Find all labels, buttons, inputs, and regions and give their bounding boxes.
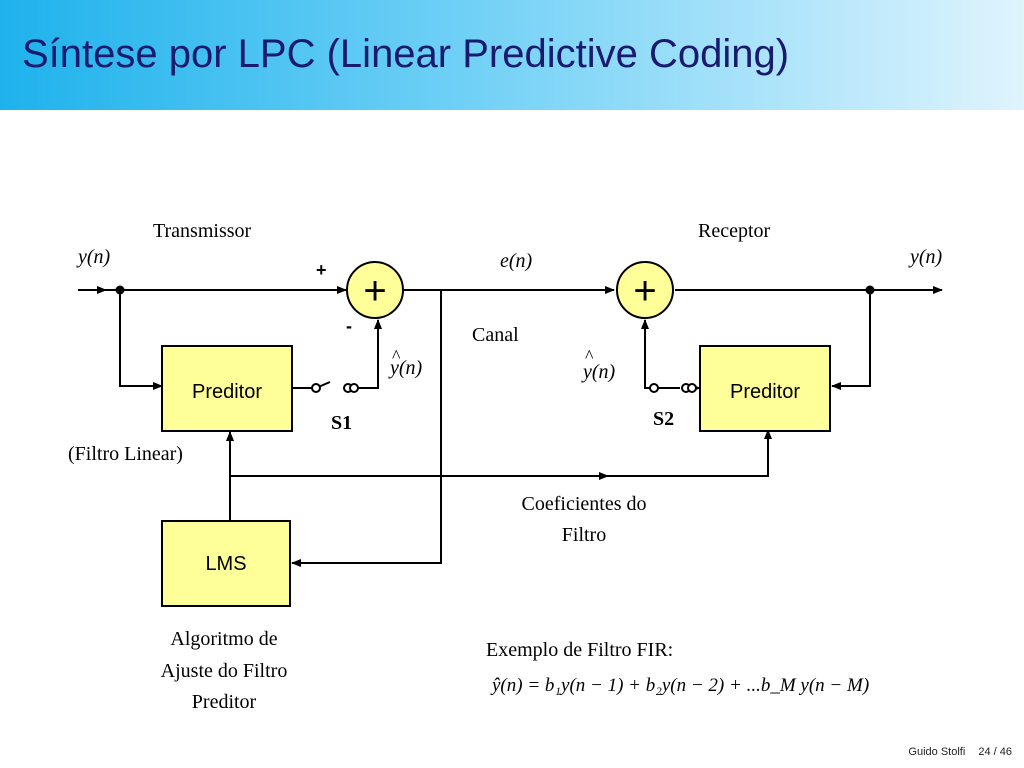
filter-note: (Filtro Linear)	[68, 443, 183, 465]
output-signal-label: y(n)	[908, 246, 943, 268]
footer-page-number: 24 / 46	[978, 746, 1012, 758]
switch-s1-label: S1	[331, 412, 352, 434]
error-signal-label: e(n)	[500, 250, 533, 272]
switch-s2-label: S2	[653, 408, 674, 430]
lms-description-line2: Ajuste do Filtro	[161, 660, 288, 682]
rx-adder-symbol: +	[633, 269, 656, 313]
coefficients-label-line1: Coeficientes do	[522, 493, 647, 515]
switch-s1	[311, 381, 359, 393]
feedback-to-rx-predictor-line	[831, 290, 871, 390]
prediction-hat-tx: ^	[392, 346, 401, 366]
footer: Guido Stolfi 24 / 46	[898, 746, 1012, 758]
prediction-to-rx-adder-line	[641, 319, 650, 389]
slide-title: Síntese por LPC (Linear Predictive Codin…	[22, 32, 790, 76]
rx-adder: +	[616, 261, 674, 319]
lms-label: LMS	[205, 553, 246, 575]
switch-s2	[649, 383, 697, 393]
prediction-to-adder-line	[352, 319, 382, 389]
input-signal-label: y(n)	[76, 246, 111, 268]
prediction-signal-rx: y(n)	[581, 361, 616, 383]
tap-to-predictor-line	[119, 290, 163, 390]
plus-sign: +	[316, 260, 327, 280]
minus-sign: -	[346, 316, 352, 336]
predictor-tx-block	[161, 345, 293, 432]
tx-adder: +	[346, 261, 404, 319]
channel-label: Canal	[472, 324, 519, 346]
coefficients-label-line2: Filtro	[562, 524, 606, 546]
receiver-label: Receptor	[698, 220, 771, 242]
predictor-rx-block	[699, 345, 831, 432]
transmitter-label: Transmissor	[153, 220, 252, 242]
predictor-rx-label: Preditor	[730, 381, 800, 403]
prediction-hat-rx: ^	[585, 346, 594, 366]
lms-block	[161, 520, 291, 607]
title-bar	[0, 0, 1024, 110]
footer-author: Guido Stolfi	[908, 746, 966, 758]
fir-formula: ŷ(n) = b₁y(n − 1) + b₂y(n − 2) + ...b_M …	[490, 675, 869, 696]
lms-description-line1: Algoritmo de	[170, 628, 277, 650]
coefficients-to-rx-line	[600, 429, 772, 477]
lms-description-line3: Preditor	[192, 691, 257, 713]
predictor-tx-label: Preditor	[192, 381, 262, 403]
prediction-signal-tx: y(n)	[388, 357, 423, 379]
fir-example-label: Exemplo de Filtro FIR:	[486, 639, 673, 661]
tx-adder-symbol: +	[363, 269, 386, 313]
channel-to-lms-line	[291, 290, 442, 567]
output-junction-dot	[865, 285, 875, 295]
input-junction-dot	[115, 285, 125, 295]
